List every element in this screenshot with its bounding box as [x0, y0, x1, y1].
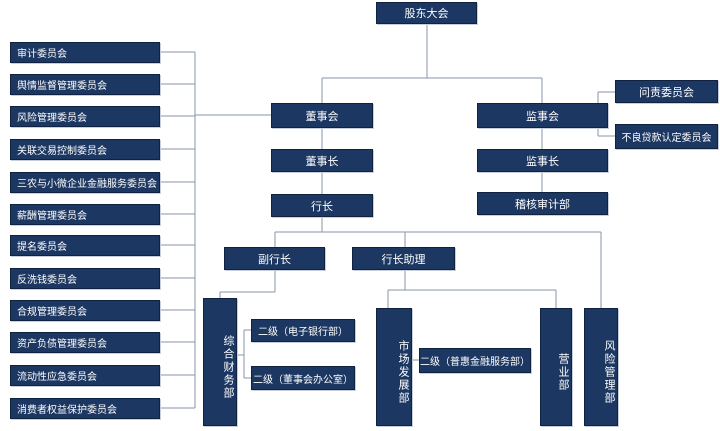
accountability-committee-box: 问责委员会	[615, 80, 718, 103]
committee-box: 舆情监督管理委员会	[10, 74, 160, 95]
committee-box: 资产负债管理委员会	[10, 332, 160, 353]
committee-box: 三农与小微企业金融服务委员会	[10, 172, 160, 193]
general-affairs-dept-box: 综合财务部	[203, 298, 237, 426]
president-assistant-box: 行长助理	[352, 247, 455, 270]
committee-box: 薪酬管理委员会	[10, 204, 160, 225]
supervisory-chairman-box: 监事长	[477, 149, 608, 172]
shareholders-meeting-box: 股东大会	[376, 2, 477, 24]
committee-box: 反洗钱委员会	[10, 268, 160, 289]
general-sub-dept-box: 二级（董事会办公室）	[251, 366, 355, 390]
market-sub-dept-box: 二级（普惠金融服务部）	[419, 348, 531, 373]
board-chairman-box: 董事长	[271, 149, 373, 172]
vice-president-box: 副行长	[224, 247, 325, 270]
market-development-dept-box: 市场发展部	[376, 308, 412, 426]
committee-box: 关联交易控制委员会	[10, 139, 160, 160]
committee-box: 流动性应急委员会	[10, 365, 160, 386]
committee-box: 合规管理委员会	[10, 300, 160, 321]
committee-box: 风险管理委员会	[10, 106, 160, 127]
committee-box: 提名委员会	[10, 235, 160, 256]
audit-department-box: 稽核审计部	[477, 192, 608, 215]
risk-management-dept-box: 风险管理部	[584, 308, 618, 426]
business-dept-box: 营业部	[540, 308, 572, 426]
nonperforming-loan-committee-box: 不良贷款认定委员会	[615, 124, 718, 149]
committee-box: 消费者权益保护委员会	[10, 398, 160, 419]
supervisory-board-box: 监事会	[477, 103, 608, 128]
general-sub-dept-box: 二级（电子银行部）	[251, 319, 355, 342]
board-of-directors-box: 董事会	[271, 103, 373, 128]
committee-box: 审计委员会	[10, 42, 160, 63]
president-box: 行长	[271, 194, 373, 217]
